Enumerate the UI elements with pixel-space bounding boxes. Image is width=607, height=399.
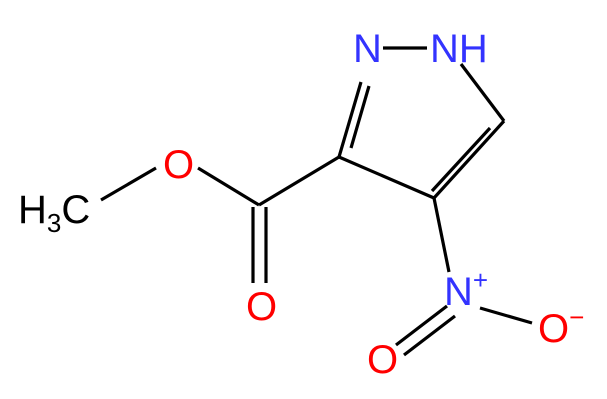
bonds: [100, 46, 533, 357]
bond-nnitro-ominus: [479, 306, 533, 325]
bond-ccarbonyl-oether: [197, 166, 260, 207]
atom-n-nitro-label: N+: [444, 265, 488, 314]
methyl-h: H: [18, 188, 47, 232]
bond-c5-c4-inner: [430, 126, 492, 193]
nitro-ominus-symbol: O: [538, 307, 569, 351]
atom-o-nitro-double-label: O: [367, 338, 398, 382]
bond-oether-methyl: [100, 166, 157, 202]
bond-nnitro-odouble: [395, 304, 448, 347]
nitro-n-symbol: N: [444, 270, 473, 314]
bond-c3-n2: [337, 81, 363, 158]
atom-methyl-label: H3C: [18, 188, 90, 238]
atom-n1-hydrogen: H: [459, 27, 488, 71]
bond-c5-c4: [432, 119, 506, 200]
methyl-subscript: 3: [47, 208, 61, 238]
bond-c3-ccarbonyl: [258, 155, 340, 207]
atom-n1-symbol: N: [430, 27, 459, 71]
atom-n1-label: NH: [430, 27, 488, 71]
atom-o-nitro-minus-label: O−: [538, 302, 584, 351]
bond-c3-n2-inner: [349, 85, 371, 149]
methyl-c: C: [61, 188, 90, 232]
atom-n2-label: N: [353, 27, 382, 71]
nitro-ominus-charge: −: [569, 302, 584, 332]
bond-c4-nnitro: [432, 197, 451, 273]
atom-o-ether-label: O: [163, 143, 194, 187]
bond-nnitro-odouble-2: [403, 314, 456, 357]
atom-o-carbonyl-label: O: [246, 285, 277, 329]
bond-c4-c3: [338, 155, 435, 200]
nitro-n-charge: +: [473, 265, 488, 295]
bond-n1-c5: [459, 63, 506, 122]
atom-labels: NH N O H3C O N+ O− O: [18, 27, 584, 382]
